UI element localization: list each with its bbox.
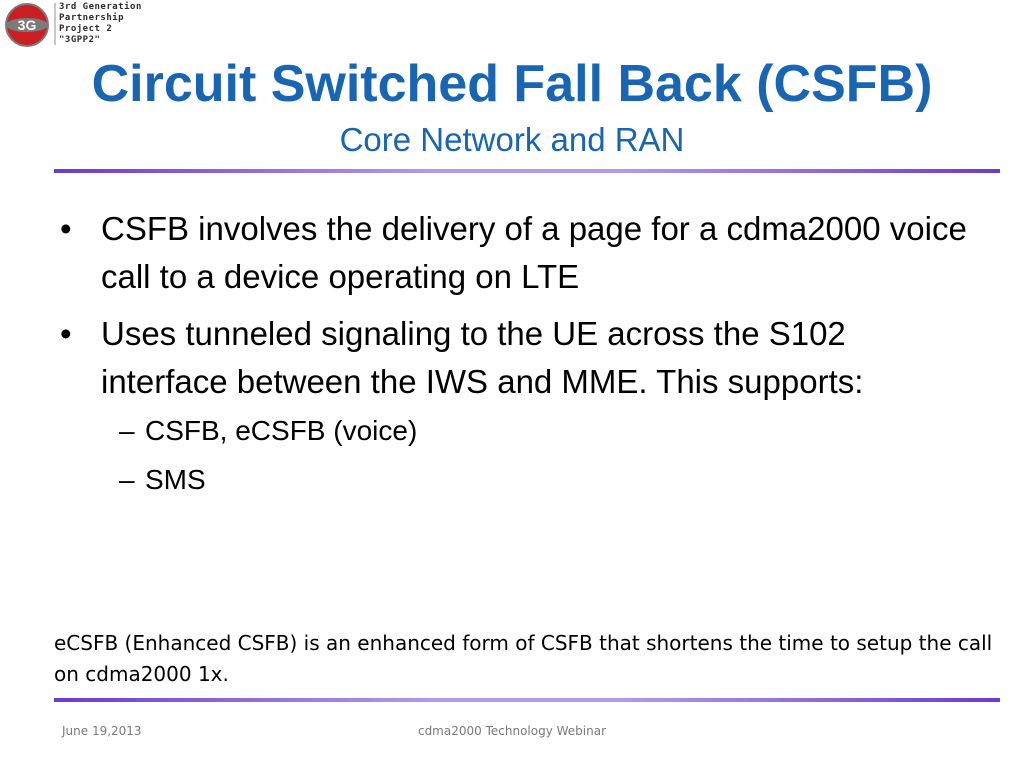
footer-date: June 19,2013 (62, 724, 142, 738)
logo-line: Partnership (59, 13, 125, 23)
bullet-text: CSFB involves the delivery of a page for… (101, 210, 967, 295)
sub-bullet-list: – CSFB, eCSFB (voice) – SMS (101, 406, 980, 504)
sub-bullet-text: SMS (145, 464, 206, 495)
logo-line: Project 2 (59, 24, 113, 34)
logo-badge-text: 3G (18, 17, 37, 33)
footnote-text: eCSFB (Enhanced CSFB) is an enhanced for… (54, 631, 993, 686)
slide-title: Circuit Switched Fall Back (CSFB) (91, 55, 933, 113)
sub-bullet-marker: – (119, 415, 135, 446)
bullet-text: Uses tunneled signaling to the UE across… (101, 315, 864, 400)
bullet-list: • CSFB involves the delivery of a page f… (60, 205, 980, 513)
bullet-item: • Uses tunneled signaling to the UE acro… (60, 310, 980, 504)
logo-separator (54, 3, 56, 45)
sub-bullet-marker: – (119, 464, 135, 495)
bullet-marker: • (60, 210, 72, 247)
title-divider (54, 169, 1000, 173)
logo-3gpp2: 3G 3rd Generation Partnership Project 2 … (2, 0, 162, 50)
bullet-marker: • (60, 315, 72, 352)
slide-subtitle: Core Network and RAN (339, 121, 685, 158)
logo-line: 3rd Generation (59, 2, 142, 12)
footer-title: cdma2000 Technology Webinar (417, 724, 607, 738)
footer-divider (54, 698, 1000, 702)
bullet-item: • CSFB involves the delivery of a page f… (60, 205, 980, 301)
sub-bullet-item: – CSFB, eCSFB (voice) (101, 406, 980, 455)
logo-text: 3rd Generation Partnership Project 2 "3G… (59, 2, 142, 46)
sub-bullet-text: CSFB, eCSFB (voice) (145, 415, 418, 446)
logo-line: "3GPP2" (59, 35, 101, 45)
3g-badge-icon: 3G (5, 3, 49, 47)
sub-bullet-item: – SMS (101, 455, 980, 504)
